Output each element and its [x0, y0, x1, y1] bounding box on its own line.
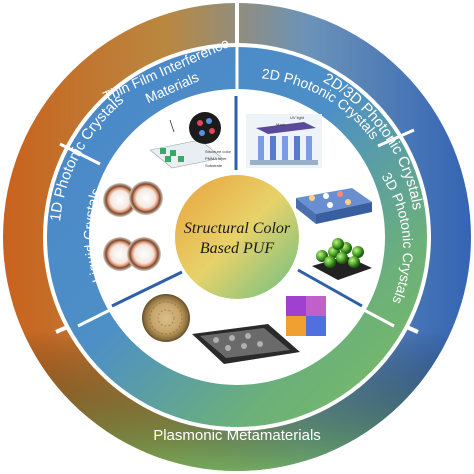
- nano-dot: [225, 345, 231, 351]
- droplet-image: [103, 237, 137, 271]
- photonic-2d-substrate: [250, 160, 318, 165]
- pillar: [270, 136, 276, 162]
- spoke-lower-left: [111, 270, 183, 308]
- nano-dot: [241, 343, 247, 349]
- inner-divider-lower-left: [77, 308, 111, 328]
- color-tile-orange: [286, 316, 306, 336]
- nano-dot: [229, 335, 235, 341]
- tray-dot: [309, 195, 315, 201]
- label-pmma-layer: PMMA layer: [205, 156, 227, 161]
- disc-texture: [149, 301, 183, 335]
- pillar: [258, 136, 264, 162]
- center-title-line2: Based PUF: [200, 240, 274, 257]
- inset-dot: [209, 128, 215, 134]
- inner-divider-upper-left: [59, 142, 101, 166]
- center-circle: [175, 175, 299, 299]
- droplet-image: [129, 181, 163, 215]
- tray-dot: [337, 191, 343, 197]
- color-tile-magenta: [306, 296, 326, 316]
- label-uv-light: UV light: [290, 115, 305, 120]
- tray-dot: [323, 193, 329, 199]
- thin-film-pixel: [160, 148, 166, 154]
- tray-side: [296, 198, 316, 224]
- label-substrate: Substrate: [205, 163, 223, 168]
- photonic-3d-spheres: [312, 238, 372, 280]
- inset-dot: [206, 118, 212, 124]
- plasmonic-nanostructure-array: [192, 324, 300, 364]
- nano-dot: [245, 333, 251, 339]
- sphere: [348, 256, 360, 268]
- inset-dot: [199, 130, 205, 136]
- label-structure-color: Structure color: [205, 149, 232, 154]
- pillar: [294, 136, 300, 162]
- tray-dot: [345, 199, 351, 205]
- mask-plate: [256, 122, 316, 134]
- label-mask: Mask: [276, 122, 286, 127]
- thin-film-figure: Structure color PMMA layer Substrate: [149, 112, 232, 169]
- cholesteric-disc: [142, 294, 190, 342]
- droplet-image: [127, 237, 161, 271]
- nano-dot: [257, 341, 263, 347]
- color-tile-purple: [286, 296, 306, 316]
- photonic-2d-figure: UV light Mask: [246, 114, 322, 168]
- tray-top: [296, 188, 372, 214]
- sphere: [324, 256, 336, 268]
- disc-image: [142, 294, 190, 342]
- thin-film-arrow: [169, 119, 175, 133]
- plasmonic-color-square: [286, 296, 326, 336]
- droplet-image: [103, 183, 137, 217]
- disc-texture: [157, 309, 175, 327]
- spoke-lower-right: [297, 268, 363, 308]
- outer-label-plasmonic: Plasmonic Metamaterials: [153, 427, 321, 444]
- tray-dot: [327, 202, 333, 208]
- structure-color-inset: [189, 112, 221, 144]
- inset-dot: [197, 120, 203, 126]
- center-title-line1: Structural Color: [184, 220, 291, 237]
- pillar: [306, 136, 312, 162]
- nanostructure-pattern: [200, 328, 290, 358]
- nano-dot: [213, 337, 219, 343]
- color-tile-blue: [306, 316, 326, 336]
- thin-film-pixel: [178, 156, 184, 162]
- inner-divider-upper-right: [377, 128, 415, 148]
- pillar: [282, 136, 288, 162]
- photonic-3d-tray: [296, 188, 372, 224]
- thin-film-pixel: [165, 156, 171, 162]
- sphere: [352, 246, 364, 258]
- liquid-crystal-droplets: [103, 181, 163, 271]
- sphere: [336, 252, 348, 264]
- inner-divider-lower-right: [363, 308, 395, 328]
- sphere: [332, 238, 344, 250]
- thin-film-pixel: [170, 150, 176, 156]
- tray-side: [316, 202, 372, 224]
